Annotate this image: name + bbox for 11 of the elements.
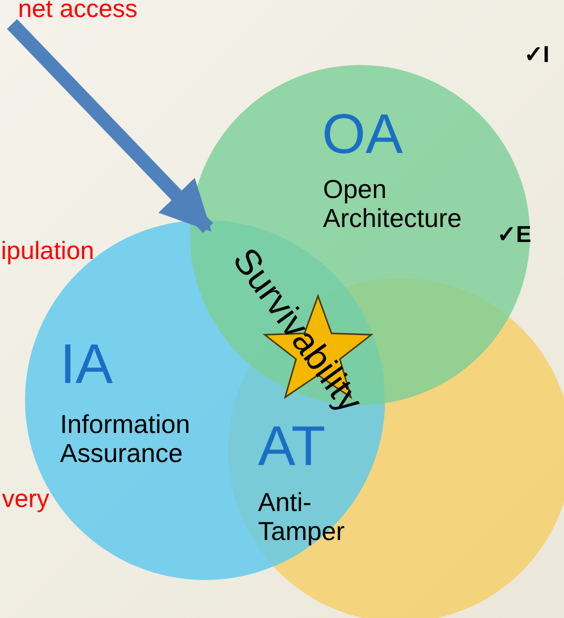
circle-title: AT [258,415,326,477]
arrow [6,19,214,233]
side-text: very [2,486,50,514]
bullet-text: ✓E [497,222,532,248]
circle-title: IA [60,333,113,395]
bullet-text: ✓I [524,42,550,68]
side-text: ipulation [1,238,94,266]
side-text: net access [18,0,138,24]
circle-label: Open Architecture [323,175,463,232]
circle-title: OA [322,103,403,165]
circle-label: Information Assurance [60,410,192,468]
